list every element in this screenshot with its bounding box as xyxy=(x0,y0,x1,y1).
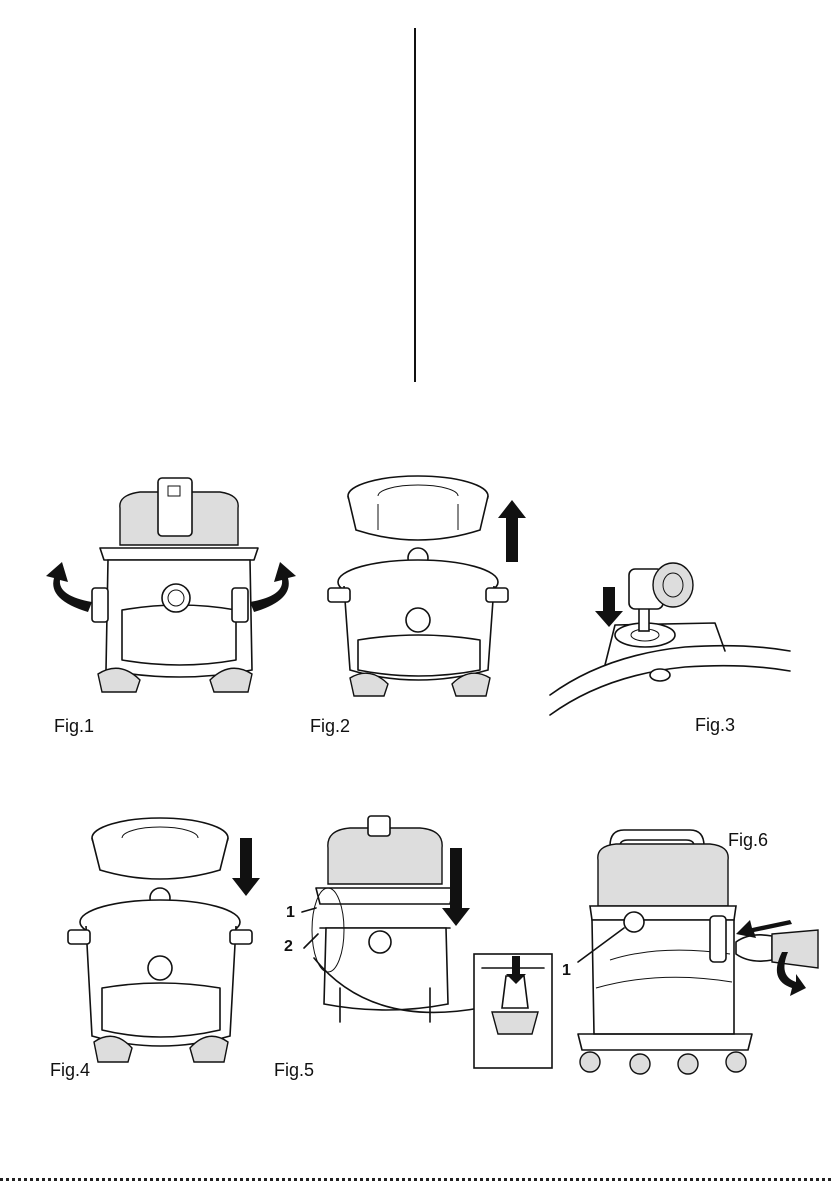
fig6-callout-1: 1 xyxy=(562,962,571,980)
fig4-illustration: Fig.4 xyxy=(48,808,278,1078)
fig1-caption: Fig.1 xyxy=(54,716,94,737)
fig5-illustration: 1 2 Fig.5 xyxy=(280,808,565,1078)
column-divider xyxy=(414,28,416,382)
fig5-callout-1: 1 xyxy=(286,904,295,922)
fig2-illustration: Fig.2 xyxy=(318,470,543,710)
page-bottom-rule xyxy=(0,1178,831,1181)
fig6-caption: Fig.6 xyxy=(728,830,768,851)
fig3-illustration: Fig.3 xyxy=(545,555,805,745)
fig4-caption: Fig.4 xyxy=(50,1060,90,1081)
fig6-illustration: 1 Fig.6 xyxy=(560,820,820,1082)
fig5-caption: Fig.5 xyxy=(274,1060,314,1081)
fig1-illustration: Fig.1 xyxy=(40,470,310,710)
fig3-caption: Fig.3 xyxy=(695,715,735,736)
fig2-caption: Fig.2 xyxy=(310,716,350,737)
fig5-callout-2: 2 xyxy=(284,938,293,956)
